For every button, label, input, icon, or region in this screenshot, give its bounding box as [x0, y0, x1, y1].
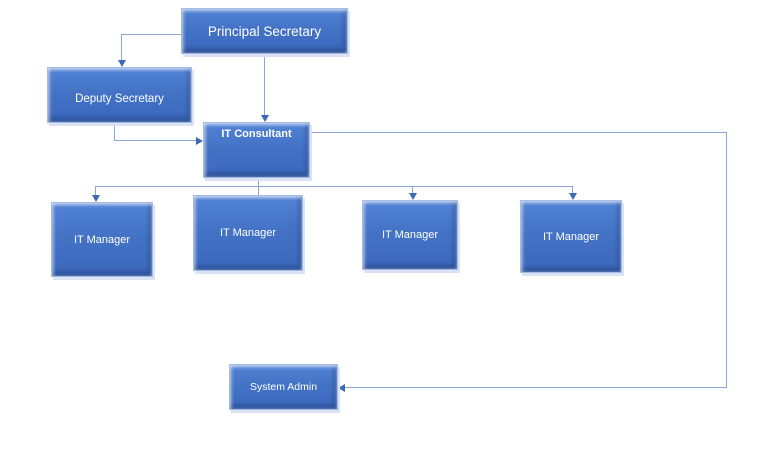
node-principal-secretary[interactable]: Principal Secretary [181, 8, 348, 54]
edge-ps-itc-arrowhead [261, 115, 269, 122]
edge-ps-deputy-vline [121, 34, 122, 61]
edge-ps-deputy-hline [121, 34, 181, 35]
edge-itc-itm1-arrowhead [92, 195, 100, 202]
edge-itc-sysadmin-arrowhead [338, 384, 345, 392]
node-it-manager-1[interactable]: IT Manager [51, 202, 153, 277]
node-deputy-secretary[interactable]: Deputy Secretary [47, 67, 192, 123]
edge-itc-managers-bus [95, 186, 573, 187]
edge-itc-itm4-drop [572, 186, 573, 194]
edge-itc-itm1-drop [95, 186, 96, 196]
edge-ps-deputy-arrowhead [118, 60, 126, 67]
edge-itc-itm3-drop [412, 186, 413, 194]
edge-deputy-itc-vline [114, 123, 115, 140]
edge-itc-managers-stem [258, 178, 259, 186]
edge-itc-sysadmin-hline-bottom [344, 387, 727, 388]
edge-itc-itm4-arrowhead [569, 193, 577, 200]
edge-itc-itm3-arrowhead [409, 193, 417, 200]
edge-itc-sysadmin-vline [726, 132, 727, 388]
node-it-manager-2[interactable]: IT Manager [193, 195, 303, 271]
edge-itc-sysadmin-hline-top [310, 132, 727, 133]
edge-itc-itm2-drop [258, 186, 259, 195]
node-system-admin[interactable]: System Admin [229, 364, 338, 410]
edge-deputy-itc-arrowhead [196, 137, 203, 145]
node-it-manager-4[interactable]: IT Manager [520, 200, 622, 273]
node-it-consultant[interactable]: IT Consultant [203, 122, 310, 178]
edge-ps-itc-vline [264, 54, 265, 116]
edge-deputy-itc-hline [114, 140, 197, 141]
node-it-manager-3[interactable]: IT Manager [362, 200, 458, 270]
